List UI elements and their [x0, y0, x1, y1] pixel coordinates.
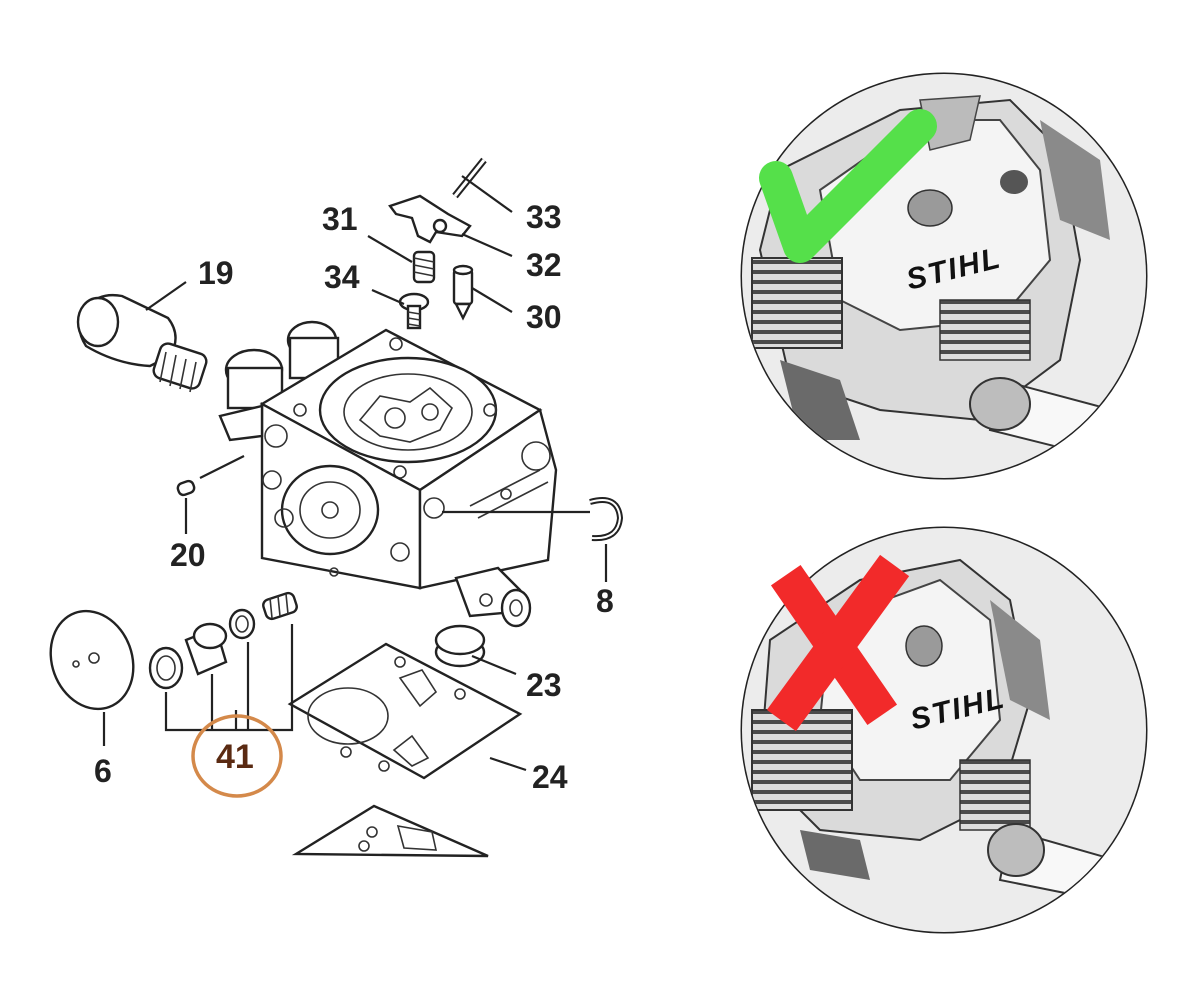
exploded-parts-diagram: 19 31 33 32 34 30 20 8 6 23 24 41	[49, 157, 624, 898]
label-part-8: 8	[596, 583, 614, 619]
label-part-34: 34	[324, 259, 360, 295]
part-32-lever	[388, 194, 472, 244]
part-30-needle	[452, 264, 474, 321]
leader-lines	[102, 175, 608, 772]
label-part-31: 31	[322, 201, 358, 237]
label-part-19: 19	[198, 255, 234, 291]
carburetor-body	[218, 320, 558, 628]
part-24-gasket	[287, 642, 523, 780]
label-part-30: 30	[526, 299, 562, 335]
photo-incorrect: STIHL	[740, 526, 1148, 934]
label-part-32: 32	[526, 247, 562, 283]
check-mark-icon	[759, 109, 937, 263]
part-23-plug	[434, 624, 486, 668]
highlight-circle	[191, 714, 283, 798]
cross-mark-icon	[766, 554, 910, 732]
part-41-kit	[148, 591, 298, 690]
part-number-labels: 19 31 33 32 34 30 20 8 6 23 24	[94, 199, 614, 795]
part-34-screw	[398, 292, 430, 330]
part-gasket-cropped	[280, 804, 520, 898]
label-part-33: 33	[526, 199, 562, 235]
label-part-6: 6	[94, 753, 112, 789]
label-part-24: 24	[532, 759, 568, 795]
part-19-knob	[76, 293, 208, 393]
photo-correct: STIHL	[740, 72, 1148, 480]
label-part-20: 20	[170, 537, 206, 573]
part-8-circlip	[589, 497, 624, 542]
part-33-rod	[452, 157, 487, 199]
highlighted-part-41: 41	[191, 714, 283, 798]
label-part-23: 23	[526, 667, 562, 703]
part-31-spring	[412, 250, 436, 284]
part-6-disk	[49, 609, 135, 711]
part-20-pin	[176, 479, 196, 497]
label-part-41: 41	[216, 738, 254, 776]
